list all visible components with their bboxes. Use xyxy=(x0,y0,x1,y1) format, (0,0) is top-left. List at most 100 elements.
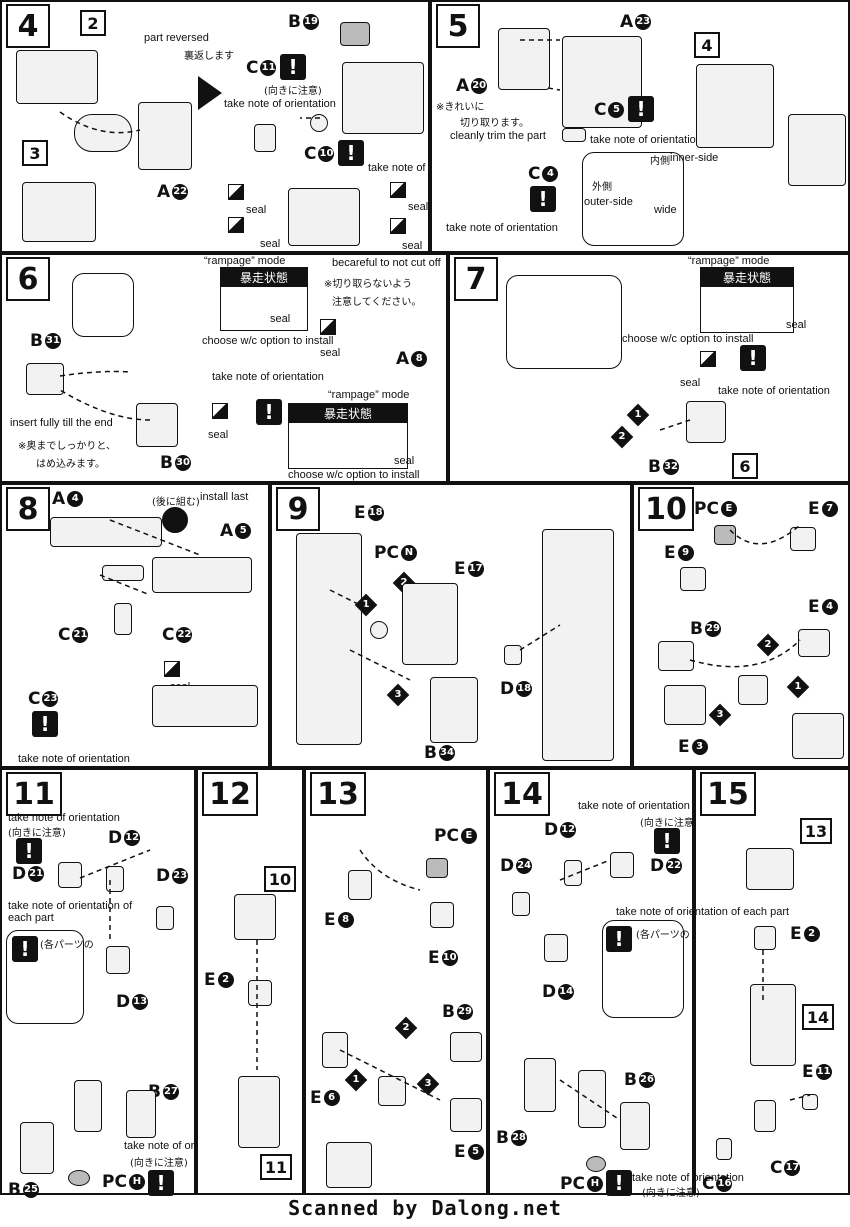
detail-bubble xyxy=(506,275,622,369)
note-jp: (向きに注意) xyxy=(130,1158,188,1169)
seal-label: seal xyxy=(408,201,429,213)
note-orientation: take note of orientation xyxy=(632,1172,744,1184)
pc-joint-part xyxy=(714,525,736,545)
step-number: 10 xyxy=(638,487,694,531)
warning-icon: ! xyxy=(148,1170,174,1196)
seal-label: seal xyxy=(394,455,415,467)
leg-assembly xyxy=(578,1070,606,1128)
e8-part xyxy=(348,870,372,900)
b25-part xyxy=(20,1122,54,1174)
note-jp: 裏返します xyxy=(184,51,234,62)
warning-icon: ! xyxy=(280,54,306,80)
note-part-reversed: part reversed xyxy=(144,32,209,44)
pc-joint-part xyxy=(370,621,388,639)
note-rampage: “rampage” mode xyxy=(328,389,410,401)
part-ref-box: 14 xyxy=(802,1004,834,1030)
lower-leg-part xyxy=(750,984,796,1066)
warning-icon: ! xyxy=(654,828,680,854)
part-ref-box: 4 xyxy=(694,32,720,58)
note-orientation-each: take note of orientation of each part xyxy=(8,900,133,925)
warning-icon: ! xyxy=(12,936,38,962)
step-15-panel: 15 13 take note of orientation of each p… xyxy=(616,768,850,1199)
head-part xyxy=(686,401,726,443)
b29-part xyxy=(658,641,694,671)
seal-label: seal xyxy=(270,313,291,325)
note-choose: choose w/c option to install xyxy=(202,335,334,347)
step-number: 13 xyxy=(310,772,366,816)
e2-part xyxy=(248,980,272,1006)
note-install-last: install last xyxy=(200,491,249,503)
arrow-icon xyxy=(198,76,222,110)
warning-icon: ! xyxy=(32,711,58,737)
d24-part xyxy=(512,892,530,916)
step-order-1-icon: 1 xyxy=(344,1068,368,1092)
upper-leg-part xyxy=(746,848,794,890)
step-order-2-icon: 2 xyxy=(394,1016,418,1040)
seal-label: seal xyxy=(402,240,423,252)
part-ref-box: 3 xyxy=(22,140,48,166)
note-jp: 注意してください。 xyxy=(332,297,422,308)
e17-part xyxy=(402,583,458,665)
seal-label: seal xyxy=(680,377,701,389)
d22-part xyxy=(610,852,634,878)
note-jp: 切り取ります。 xyxy=(460,118,529,129)
seal-icon xyxy=(320,319,336,335)
note-jp: ※奥までしっかりと、 xyxy=(18,441,116,452)
face-part xyxy=(136,403,178,447)
step-number: 7 xyxy=(454,257,498,301)
part-ref-box: 6 xyxy=(732,453,758,479)
note-jp: ※切り取らないよう xyxy=(324,279,413,290)
step-order-1-icon: 1 xyxy=(786,675,810,699)
seal-label: seal xyxy=(260,238,281,250)
seal-icon xyxy=(228,217,244,233)
assembled-torso xyxy=(696,64,774,148)
assembled-rifle xyxy=(152,685,258,727)
install-last-icon xyxy=(162,507,188,533)
warning-icon: ! xyxy=(16,838,42,864)
note-jp: はめ込みます。 xyxy=(36,459,105,470)
mode-box: 暴走状態 xyxy=(288,403,408,469)
b26-part xyxy=(620,1102,650,1150)
knee-part xyxy=(234,894,276,940)
d12-part xyxy=(106,866,124,892)
seal-target-part xyxy=(288,188,360,246)
leg-assembly xyxy=(74,1080,102,1132)
step-order-3-icon: 3 xyxy=(416,1072,440,1096)
part-ref-box: 11 xyxy=(260,1154,292,1180)
step-number: 14 xyxy=(494,772,550,816)
note-orientation: take note of orientation xyxy=(8,812,120,824)
note-careful: becareful to not cut off xyxy=(332,257,441,269)
seal-icon xyxy=(212,403,228,419)
note-jp: (向きに注意) xyxy=(642,1188,700,1199)
back-plate-part xyxy=(138,102,192,170)
note-orientation: take note of orientation xyxy=(718,385,830,397)
e3-part xyxy=(664,685,706,725)
mode-box: 暴走状態 xyxy=(700,267,794,333)
